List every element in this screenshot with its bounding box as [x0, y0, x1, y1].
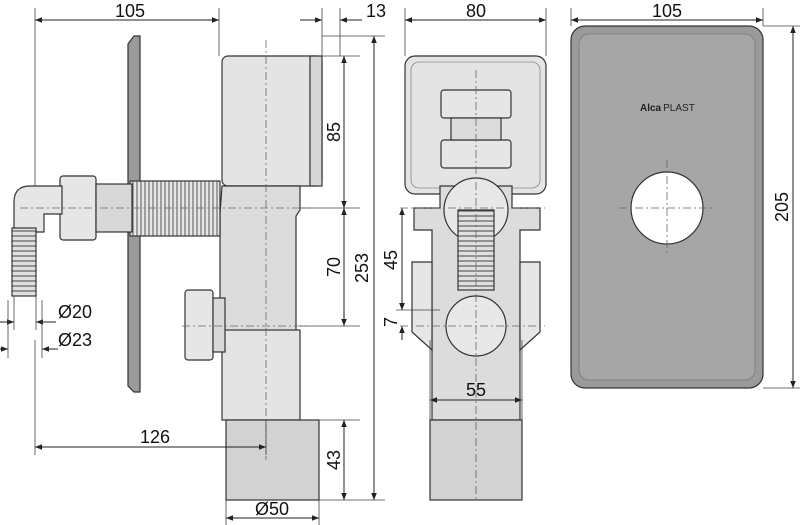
- side-lower-ring: [212, 297, 226, 353]
- dim-inlet-depth: 126: [140, 427, 170, 447]
- dim-outlet-height: 43: [324, 450, 344, 470]
- side-hose-tail: [11, 227, 37, 297]
- dim-outlet-d50: Ø50: [255, 499, 289, 519]
- dim-cover-height: 85: [324, 122, 344, 142]
- dim-mid-height: 70: [324, 257, 344, 277]
- side-view: 105 13 85 70 253 43 126: [0, 1, 386, 525]
- dim-front-width: 80: [466, 1, 486, 21]
- dim-front-45: 45: [381, 250, 401, 270]
- dim-inlet-d20: Ø20: [58, 302, 92, 322]
- dim-plate-width: 105: [652, 1, 682, 21]
- front-view: 80 45 7 55: [381, 1, 547, 501]
- brand-name: Alca: [640, 103, 662, 114]
- front-left-fin: [411, 261, 433, 352]
- dim-total-height: 253: [352, 253, 372, 283]
- brand-suffix: PLAST: [663, 103, 695, 114]
- side-inlet-thread: [129, 180, 221, 237]
- dim-front-7: 7: [381, 317, 401, 327]
- side-body-top: [221, 55, 323, 187]
- side-body-mid: [219, 185, 301, 341]
- dim-inlet-d23: Ø23: [58, 330, 92, 350]
- dim-front-55: 55: [466, 380, 486, 400]
- dim-plate-thickness: 13: [366, 1, 386, 21]
- dim-side-width: 105: [115, 1, 145, 21]
- side-cover-panel: [309, 55, 323, 187]
- side-lower-nut: [184, 289, 214, 361]
- side-elbow: [13, 185, 63, 233]
- front-right-fin: [519, 261, 541, 352]
- side-outlet: [225, 419, 320, 501]
- dim-plate-height: 205: [772, 192, 792, 222]
- side-body-lower: [221, 329, 301, 421]
